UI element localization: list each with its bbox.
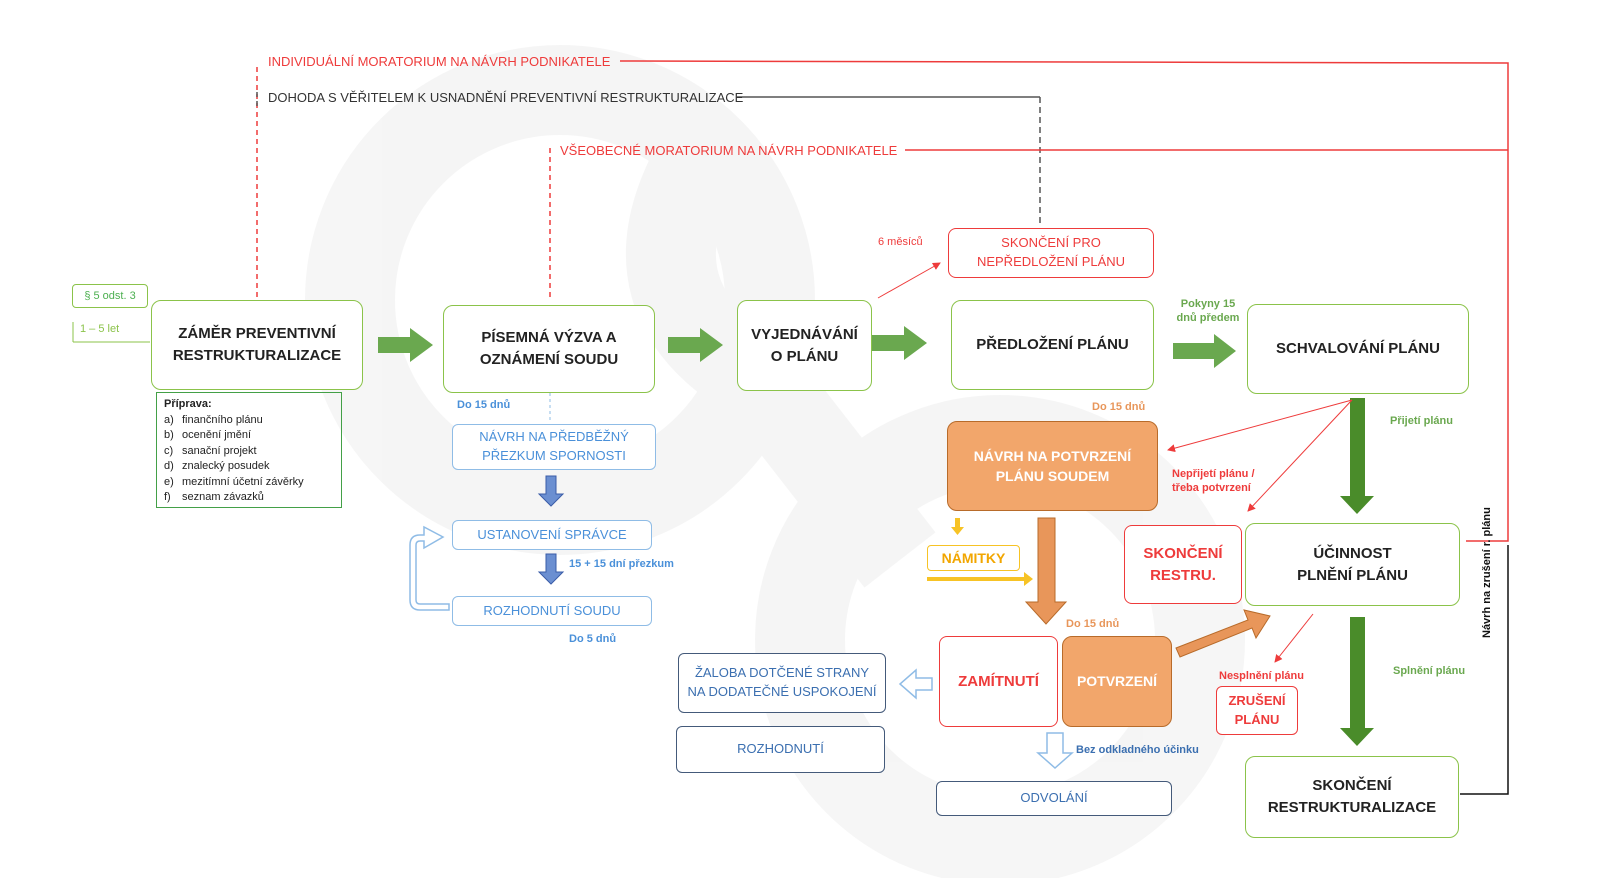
submission-label: PŘEDLOŽENÍ PLÁNU: [976, 336, 1129, 354]
prelim-review-box: NÁVRH NA PŘEDBĚŽNÝ PŘEZKUM SPORNOSTI: [452, 424, 656, 470]
intent-label: ZÁMĚR PREVENTIVNÍ RESTRUKTURALIZACE: [172, 325, 342, 364]
hollow-arrows: [898, 668, 1074, 770]
decision-box: ROZHODNUTÍ: [676, 726, 885, 773]
six-months-label: 6 měsíců: [878, 236, 923, 248]
fulfilment-label: Splnění plánu: [1393, 665, 1466, 677]
list-item: c)sanační projekt: [164, 444, 257, 457]
court-decision-box: ROZHODNUTÍ SOUDU: [452, 596, 652, 626]
rejection-label: ZAMÍTNUTÍ: [958, 672, 1039, 690]
general-moratorium-label: VŠEOBECNÉ MORATORIUM NA NÁVRH PODNIKATEL…: [560, 143, 898, 158]
effectiveness-box: ÚČINNOST PLNĚNÍ PLÁNU: [1245, 523, 1460, 606]
do15-confirm-label: Do 15 dnů: [1066, 618, 1120, 630]
do15-notice-label: Do 15 dnů: [457, 399, 511, 411]
preparation-box: Příprava: a)finančního plánu b)ocenění j…: [156, 392, 342, 508]
review-15-15-label: 15 + 15 dní přezkum: [569, 558, 674, 570]
agreement-line: [256, 92, 1041, 226]
instructions-label: Pokyny 15 dnů předem: [1176, 298, 1240, 325]
confirm-motion-box: NÁVRH NA POTVRZENÍ PLÁNU SOUDEM: [947, 421, 1158, 511]
lawsuit-box: ŽALOBA DOTČENÉ STRANY NA DODATEČNÉ USPOK…: [678, 653, 886, 713]
confirmation-label: POTVRZENÍ: [1076, 673, 1158, 690]
end-restru-label: SKONČENÍ RESTRU.: [1143, 544, 1223, 584]
approval-label: SCHVALOVÁNÍ PLÁNU: [1276, 340, 1440, 358]
submission-box: PŘEDLOŽENÍ PLÁNU: [951, 300, 1154, 390]
notice-box: PÍSEMNÁ VÝZVA A OZNÁMENÍ SOUDU: [443, 305, 655, 393]
cancel-plan-line: [1460, 545, 1509, 795]
no-suspensive-label: Bez odkladného účinku: [1076, 744, 1199, 756]
do15-submission-label: Do 15 dnů: [1092, 401, 1146, 413]
main-flow-arrows: [378, 326, 1236, 368]
lawsuit-label: ŽALOBA DOTČENÉ STRANY NA DODATEČNÉ USPOK…: [687, 665, 877, 699]
general-moratorium-line: [549, 148, 1508, 300]
cancel-plan-label: ZRUŠENÍ PLÁNU: [1228, 692, 1286, 727]
approval-box: SCHVALOVÁNÍ PLÁNU: [1247, 304, 1469, 394]
years-label: 1 – 5 let: [80, 323, 120, 335]
non-acceptance-label: Nepřijetí plánu / třeba potvrzení: [1172, 468, 1255, 495]
confirmation-box: POTVRZENÍ: [1062, 636, 1172, 727]
do5-label: Do 5 dnů: [569, 633, 617, 645]
individual-moratorium-label: INDIVIDUÁLNÍ MORATORIUM NA NÁVRH PODNIKA…: [268, 54, 611, 69]
objections-box: NÁMITKY: [927, 545, 1020, 571]
cancel-plan-vertical-label: Návrh na zrušení r. plánu: [1481, 507, 1493, 638]
court-decision-label: ROZHODNUTÍ SOUDU: [483, 602, 621, 618]
list-item: a)finančního plánu: [164, 413, 263, 426]
decision-label: ROZHODNUTÍ: [737, 741, 824, 757]
negotiation-box: VYJEDNÁVÁNÍ O PLÁNU: [737, 300, 872, 391]
rejection-box: ZAMÍTNUTÍ: [939, 636, 1058, 727]
end-restru-box: SKONČENÍ RESTRU.: [1124, 525, 1242, 604]
confirm-motion-label: NÁVRH NA POTVRZENÍ PLÁNU SOUDEM: [973, 447, 1132, 484]
effectiveness-label: ÚČINNOST PLNĚNÍ PLÁNU: [1297, 544, 1408, 584]
paragraph-tag: § 5 odst. 3: [72, 284, 148, 308]
end-restructuring-box: SKONČENÍ RESTRUKTURALIZACE: [1245, 756, 1459, 838]
intent-box: ZÁMĚR PREVENTIVNÍ RESTRUKTURALIZACE: [151, 300, 363, 390]
list-item: e)mezitímní účetní závěrky: [164, 475, 304, 488]
orange-arrows: [1024, 517, 1271, 658]
preparation-heading: Příprava:: [164, 398, 212, 410]
non-fulfilment-label: Nesplnění plánu: [1219, 670, 1304, 682]
acceptance-label: Přijetí plánu: [1390, 415, 1453, 427]
appoint-admin-label: USTANOVENÍ SPRÁVCE: [477, 526, 627, 542]
approval-down-arrows: [1340, 398, 1374, 746]
objection-arrows: [927, 518, 1033, 586]
end-nonsubmission-label: SKONČENÍ PRO NEPŘEDLOŽENÍ PLÁNU: [976, 235, 1126, 269]
cancel-plan-box: ZRUŠENÍ PLÁNU: [1216, 686, 1298, 735]
objections-label: NÁMITKY: [941, 549, 1006, 566]
agreement-label: DOHODA S VĚŘITELEM K USNADNĚNÍ PREVENTIV…: [268, 90, 744, 105]
appeal-label: ODVOLÁNÍ: [1020, 790, 1088, 806]
notice-label: PÍSEMNÁ VÝZVA A OZNÁMENÍ SOUDU: [479, 329, 619, 368]
end-restructuring-label: SKONČENÍ RESTRUKTURALIZACE: [1267, 777, 1437, 816]
prelim-review-label: NÁVRH NA PŘEDBĚŽNÝ PŘEZKUM SPORNOSTI: [479, 429, 629, 463]
red-thin-arrows: [877, 262, 1353, 663]
end-nonsubmission-box: SKONČENÍ PRO NEPŘEDLOŽENÍ PLÁNU: [948, 228, 1154, 278]
review-arrows: [537, 475, 565, 585]
list-item: f)seznam závazků: [164, 491, 264, 503]
list-item: d)znalecký posudek: [164, 460, 270, 472]
loop-arrow: [409, 525, 450, 611]
list-item: b)ocenění jmění: [164, 429, 252, 441]
appoint-admin-box: USTANOVENÍ SPRÁVCE: [452, 520, 652, 550]
appeal-box: ODVOLÁNÍ: [936, 781, 1172, 816]
negotiation-label: VYJEDNÁVÁNÍ O PLÁNU: [751, 325, 858, 365]
